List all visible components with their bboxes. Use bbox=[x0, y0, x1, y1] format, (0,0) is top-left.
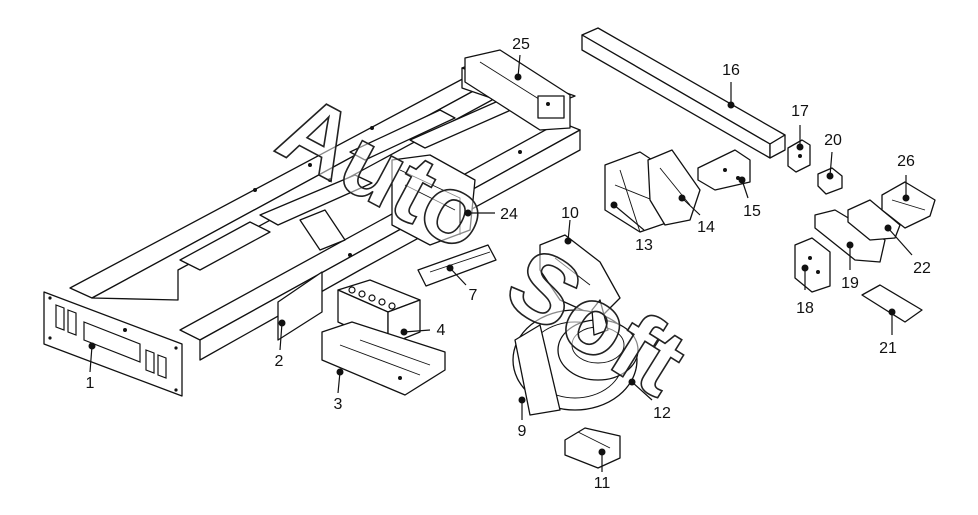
callouts: 1 2 3 4 7 9 10 bbox=[86, 36, 931, 492]
callout-20: 20 bbox=[824, 132, 842, 180]
callout-12: 12 bbox=[628, 378, 671, 422]
callout-label-15: 15 bbox=[743, 203, 761, 220]
callout-9: 9 bbox=[518, 396, 527, 440]
callout-24: 24 bbox=[464, 206, 518, 223]
callout-3: 3 bbox=[334, 368, 344, 413]
callout-label-17: 17 bbox=[791, 103, 809, 120]
callout-7: 7 bbox=[446, 264, 478, 304]
callout-label-19: 19 bbox=[841, 275, 859, 292]
callout-label-4: 4 bbox=[437, 322, 446, 339]
callout-label-3: 3 bbox=[334, 396, 343, 413]
callout-15: 15 bbox=[738, 176, 761, 220]
part-19-bracket bbox=[814, 209, 886, 263]
callout-16: 16 bbox=[722, 62, 740, 109]
part-12-wheel-carrier bbox=[557, 299, 639, 381]
part-11-clamp bbox=[564, 427, 621, 469]
callout-1: 1 bbox=[86, 342, 96, 392]
part-7-rod bbox=[417, 244, 497, 287]
callout-label-7: 7 bbox=[469, 287, 478, 304]
part-20-block bbox=[817, 167, 843, 195]
callout-label-16: 16 bbox=[722, 62, 740, 79]
callout-11: 11 bbox=[594, 448, 611, 492]
callout-label-11: 11 bbox=[594, 475, 611, 492]
callout-13: 13 bbox=[610, 201, 653, 254]
part-3-battery-tray bbox=[321, 321, 446, 396]
part-25-rear-bracket bbox=[464, 49, 571, 131]
callout-19: 19 bbox=[841, 241, 859, 292]
callout-label-10: 10 bbox=[561, 205, 579, 222]
callout-label-18: 18 bbox=[796, 300, 814, 317]
part-2-plate bbox=[277, 271, 323, 341]
callout-label-9: 9 bbox=[518, 423, 527, 440]
callout-14: 14 bbox=[678, 194, 715, 236]
callout-label-13: 13 bbox=[635, 237, 653, 254]
callout-21: 21 bbox=[879, 308, 897, 357]
callout-label-12: 12 bbox=[653, 405, 671, 422]
callout-label-2: 2 bbox=[275, 353, 284, 370]
part-26-lamp bbox=[881, 181, 936, 229]
callout-label-20: 20 bbox=[824, 132, 842, 149]
part-15-bracket bbox=[697, 149, 751, 191]
callout-26: 26 bbox=[897, 153, 915, 202]
callout-4: 4 bbox=[400, 322, 446, 339]
part-24-cushion-block bbox=[391, 154, 476, 246]
callout-label-14: 14 bbox=[697, 219, 715, 236]
callout-label-22: 22 bbox=[913, 260, 931, 277]
callout-10: 10 bbox=[561, 205, 579, 245]
callout-label-1: 1 bbox=[86, 375, 95, 392]
callout-2: 2 bbox=[275, 319, 286, 370]
callout-25: 25 bbox=[512, 36, 530, 81]
callout-label-24: 24 bbox=[500, 206, 518, 223]
part-16-beam bbox=[581, 27, 786, 159]
callout-22: 22 bbox=[884, 224, 931, 277]
callout-18: 18 bbox=[796, 264, 814, 317]
callout-label-26: 26 bbox=[897, 153, 915, 170]
callout-label-25: 25 bbox=[512, 36, 530, 53]
part-17-small-bracket bbox=[787, 139, 811, 173]
callout-17: 17 bbox=[791, 103, 809, 151]
part-18-plate bbox=[794, 237, 831, 293]
chassis-frame bbox=[43, 61, 581, 397]
callout-label-21: 21 bbox=[879, 340, 897, 357]
